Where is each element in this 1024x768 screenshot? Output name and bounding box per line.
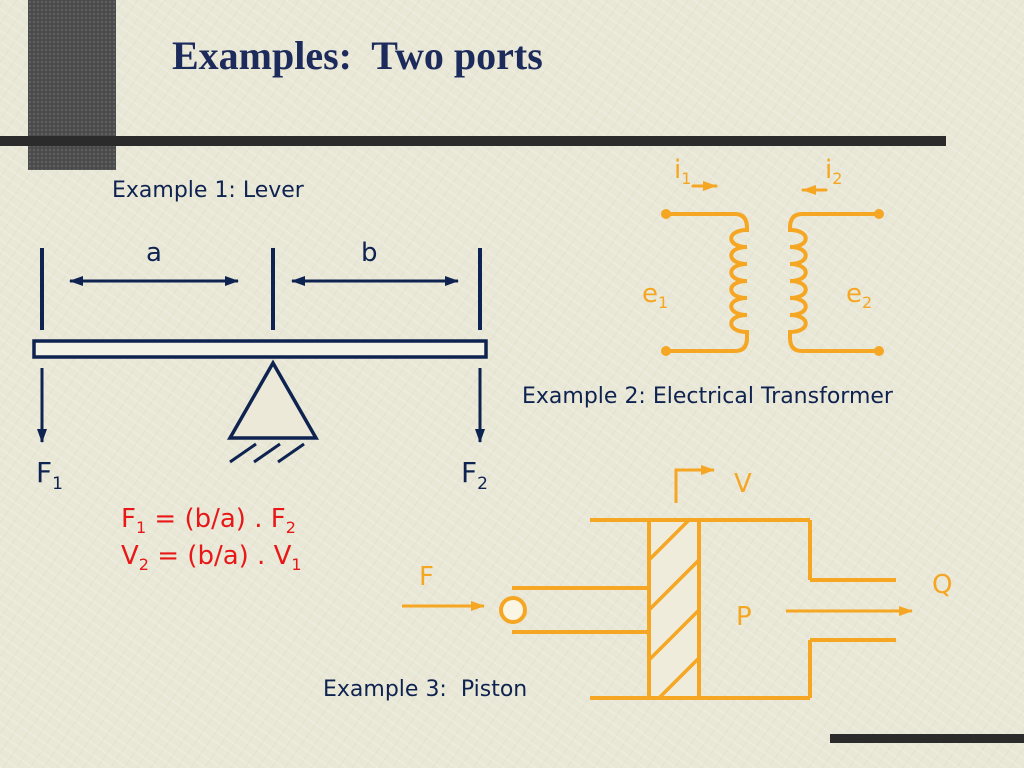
lever-label-a: a xyxy=(146,238,162,268)
transformer-caption: Example 2: Electrical Transformer xyxy=(522,384,893,409)
piston-hatch xyxy=(647,608,701,662)
transformer-diagram xyxy=(664,181,881,353)
terminal-dot xyxy=(661,346,671,356)
slide-title: Examples: Two ports xyxy=(172,33,543,78)
piston-label-pressure: P xyxy=(736,602,752,632)
title-underline-bar xyxy=(0,136,946,146)
current-label-2: i2 xyxy=(825,155,842,188)
voltage-label-2: e2 xyxy=(846,279,872,312)
ground-hatch-1 xyxy=(229,442,257,464)
lever-equation-force: F1 = (b/a) . F2 xyxy=(121,504,296,537)
ground-hatch-2 xyxy=(253,442,281,464)
terminal-dot xyxy=(874,209,884,219)
piston-label-velocity: V xyxy=(734,469,752,499)
lever-force-right-label: F2 xyxy=(461,456,488,494)
lever-diagram xyxy=(32,248,488,464)
ground-hatch-3 xyxy=(277,442,305,464)
footer-bar xyxy=(830,734,1024,743)
lever-beam xyxy=(32,339,488,359)
lever-caption: Example 1: Lever xyxy=(112,178,304,203)
rod-end-joint xyxy=(499,596,527,624)
piston-head xyxy=(647,518,701,700)
fulcrum-triangle xyxy=(226,359,320,440)
piston-hatch xyxy=(657,656,701,700)
primary-winding xyxy=(664,212,749,353)
lever-force-left-label: F1 xyxy=(36,456,63,494)
piston-label-force: F xyxy=(419,562,434,592)
piston-hatch xyxy=(647,558,701,612)
voltage-label-1: e1 xyxy=(642,279,668,312)
piston-caption: Example 3: Piston xyxy=(323,677,528,702)
lever-label-b: b xyxy=(361,238,378,268)
current-label-1: i1 xyxy=(674,155,691,188)
transformer-terminals xyxy=(661,209,884,356)
piston-diagram xyxy=(402,465,913,700)
terminal-dot xyxy=(874,346,884,356)
piston-label-flow: Q xyxy=(932,570,952,600)
terminal-dot xyxy=(661,209,671,219)
lever-equation-velocity: V2 = (b/a) . V1 xyxy=(121,541,302,574)
piston-hatch xyxy=(647,518,691,562)
secondary-winding xyxy=(788,212,881,353)
velocity-arrow xyxy=(674,465,715,503)
